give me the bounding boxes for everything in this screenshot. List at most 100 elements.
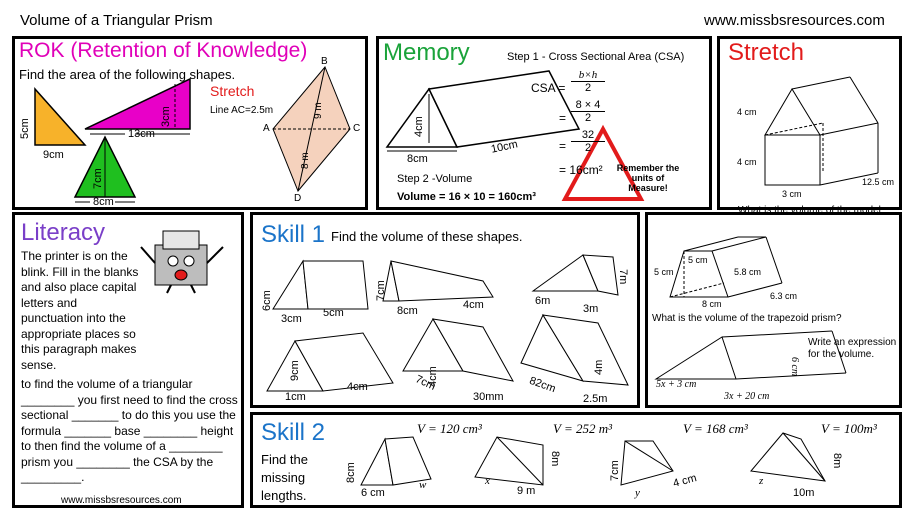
memory-heading: Memory bbox=[383, 39, 470, 66]
s1-shape6-b: 2.5m bbox=[583, 393, 608, 405]
s2-shape4-h: 8m bbox=[831, 453, 843, 469]
eq1: = bbox=[559, 111, 567, 125]
house-dim1: 4 cm bbox=[737, 107, 757, 117]
shape3-height-label: 7cm bbox=[92, 168, 104, 189]
s2-shape4-b: 10m bbox=[793, 487, 815, 499]
skill2-instruction: Find the missing lengths. bbox=[261, 452, 308, 503]
s2-shape1-l: w bbox=[419, 479, 427, 491]
trap-top: 5 cm bbox=[688, 255, 708, 265]
s1-shape3-b: 3m bbox=[583, 303, 599, 315]
shape1-side-label: 5cm bbox=[19, 118, 31, 139]
memory-volume: Volume = 16 × 10 = 160cm³ bbox=[397, 191, 536, 203]
kite-label-c: C bbox=[353, 123, 361, 134]
s2-shape3-b: y bbox=[635, 487, 640, 499]
house-dim4: 12.5 cm bbox=[862, 177, 895, 187]
s1-shape4-b: 1cm bbox=[285, 391, 306, 403]
s2-shape2-v: V = 252 m³ bbox=[553, 421, 613, 436]
expr-b: 3x + 20 cm bbox=[724, 391, 770, 402]
frac3-den: 2 bbox=[571, 141, 605, 154]
s2-shape1-v: V = 120 cm³ bbox=[417, 421, 482, 436]
memory-panel: Memory Step 1 - Cross Sectional Area (CS… bbox=[376, 36, 712, 210]
memory-step1: Step 1 - Cross Sectional Area (CSA) bbox=[507, 51, 685, 63]
frac1: b×h 2 bbox=[571, 69, 605, 94]
s2-shape2-h: 8m bbox=[549, 451, 561, 467]
stretch-q2: What is the volume of the trapezoid pris… bbox=[652, 313, 842, 324]
kite-top-label: 9 m bbox=[313, 102, 324, 119]
s2-shape1-h: 8cm bbox=[345, 462, 357, 483]
rok-line-note: Line AC=2.5m bbox=[210, 105, 274, 116]
trapezoid-svg bbox=[654, 236, 847, 380]
printer-icon bbox=[140, 230, 224, 294]
s2-shape2-l: x bbox=[485, 475, 490, 487]
s1-shape4-h: 9cm bbox=[289, 360, 301, 381]
s2-shape4-l: z bbox=[759, 475, 764, 487]
literacy-heading: Literacy bbox=[21, 219, 106, 246]
house-dim2: 4 cm bbox=[737, 157, 757, 167]
trap-mid: 5.8 cm bbox=[734, 267, 762, 277]
s1-shape1-h: 6cm bbox=[261, 290, 273, 311]
shape3-base-label: 8cm bbox=[93, 196, 114, 208]
memory-step2: Step 2 -Volume bbox=[397, 173, 473, 185]
s2-shape4-v: V = 100m³ bbox=[821, 421, 877, 436]
skill2-panel: Skill 2 Find the missing lengths. V = 12… bbox=[250, 412, 902, 508]
skill1-instruction: Find the volume of these shapes. bbox=[331, 229, 523, 244]
kite-label-b: B bbox=[321, 56, 328, 67]
literacy-intro: The printer is on the blink. Fill in the… bbox=[21, 249, 139, 372]
csa-result: = 16cm² bbox=[559, 163, 603, 177]
shape2-base-label: 13cm bbox=[128, 128, 155, 140]
frac3: 32 2 bbox=[571, 129, 605, 154]
s2-shape3-h: 7cm bbox=[609, 460, 621, 481]
frac2: 8 × 4 2 bbox=[571, 99, 605, 124]
house-dim3: 3 cm bbox=[782, 189, 802, 199]
shape1-base-label: 9cm bbox=[43, 149, 64, 161]
rok-instruction: Find the area of the following shapes. bbox=[19, 67, 236, 82]
stretch-heading: Stretch bbox=[728, 39, 805, 66]
skill2-heading: Skill 2 bbox=[261, 419, 326, 446]
stretch-q3: Write an expression for the volume. bbox=[808, 337, 897, 360]
s2-shape3-v: V = 168 cm³ bbox=[683, 421, 748, 436]
frac2-den: 2 bbox=[571, 111, 605, 124]
stretch-panel: Stretch 4 cm 4 cm 3 cm 12.5 cm What is t… bbox=[717, 36, 902, 228]
expr-c: 6 cm bbox=[789, 357, 800, 377]
s1-shape1-b: 3cm bbox=[281, 313, 302, 325]
orange-triangle bbox=[34, 87, 87, 146]
s1-shape1-l: 5cm bbox=[323, 307, 344, 319]
stretch-lower-panel: 5 cm 5 cm 5.8 cm 8 cm 6.3 cm What is the… bbox=[645, 212, 902, 408]
s2-shape2-b: 9 m bbox=[517, 485, 536, 497]
pink-triangle bbox=[84, 77, 191, 130]
memory-prism-svg bbox=[385, 70, 645, 201]
header-website: www.missbsresources.com bbox=[704, 12, 885, 29]
rok-panel: ROK (Retention of Knowledge) Find the ar… bbox=[12, 36, 368, 210]
rok-stretch-label: Stretch bbox=[210, 83, 255, 99]
s1-shape2-h: 7cm bbox=[375, 280, 387, 301]
s1-shape2-b: 8cm bbox=[397, 305, 418, 317]
literacy-panel: Literacy The printer is on the blink. Fi… bbox=[12, 212, 244, 508]
frac1-den: 2 bbox=[571, 81, 605, 94]
shape2-height-label: 3cm bbox=[160, 106, 172, 127]
frac2-num: 8 × 4 bbox=[575, 99, 601, 111]
s1-shape3-l: 6m bbox=[535, 295, 551, 307]
page-title: Volume of a Triangular Prism bbox=[20, 12, 213, 29]
kite-bottom-label: 8 m bbox=[300, 152, 311, 169]
frac1-num: b×h bbox=[578, 69, 598, 81]
frac3-num: 32 bbox=[581, 129, 595, 141]
kite-label-a: A bbox=[263, 123, 270, 134]
warning-text: Remember the units of Measure! bbox=[616, 163, 680, 193]
s1-shape6-h: 4m bbox=[593, 359, 605, 375]
s1-shape2-l: 4cm bbox=[463, 299, 484, 311]
literacy-paragraph: to find the volume of a triangular _____… bbox=[21, 377, 238, 484]
trap-depth: 6.3 cm bbox=[770, 291, 798, 301]
literacy-footer: www.missbsresources.com bbox=[61, 495, 182, 506]
s1-shape4-l: 4cm bbox=[347, 381, 368, 393]
kite-label-d: D bbox=[294, 193, 302, 204]
rok-heading: ROK (Retention of Knowledge) bbox=[19, 39, 308, 62]
skill2-shapes-svg bbox=[360, 432, 826, 486]
s1-shape3-h: 7m bbox=[617, 269, 629, 285]
skill1-panel: Skill 1 Find the volume of these shapes.… bbox=[250, 212, 640, 408]
rok-shapes-svg bbox=[34, 66, 351, 203]
skill1-heading: Skill 1 bbox=[261, 221, 326, 248]
trap-left: 5 cm bbox=[654, 267, 674, 277]
expr-a: 5x + 3 cm bbox=[656, 379, 697, 390]
skill1-shapes-svg bbox=[266, 254, 629, 392]
s1-shape5-b: 30mm bbox=[473, 391, 504, 403]
